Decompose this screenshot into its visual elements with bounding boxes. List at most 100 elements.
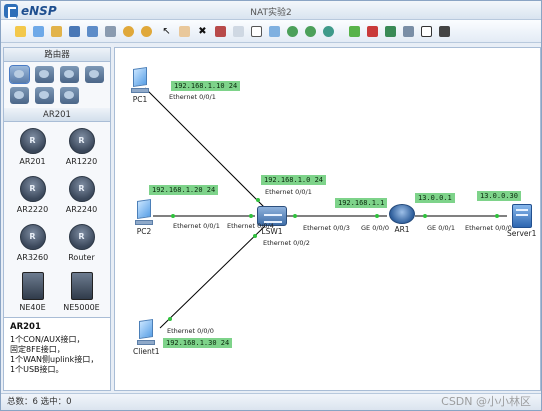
link-category-icon[interactable]: [60, 87, 79, 104]
rectangle-icon[interactable]: [249, 24, 264, 39]
router-icon: [19, 224, 46, 250]
ip-label-client1: 192.168.1.30 24: [163, 338, 233, 348]
save-as-icon[interactable]: [85, 24, 100, 39]
select-icon[interactable]: ↖: [162, 25, 171, 37]
device-ar3260[interactable]: AR3260: [8, 224, 57, 268]
fit-view-icon[interactable]: [321, 24, 336, 39]
port-dot: [256, 198, 260, 202]
node-label: PC1: [132, 95, 148, 104]
ip-label-pc1: 192.168.1.10 24: [171, 81, 241, 91]
port-dot: [423, 214, 427, 218]
port-label: Ethernet 0/0/3: [303, 224, 350, 232]
title-bar: eNSP NAT实验2: [1, 1, 541, 20]
device-ne5000e[interactable]: NE5000E: [57, 272, 106, 316]
firewall-category-icon[interactable]: [85, 66, 104, 83]
device-section-title: AR201: [4, 108, 110, 122]
port-label: Ethernet 0/0/2: [263, 239, 310, 247]
port-label: Ethernet 0/0/0: [167, 327, 214, 335]
device-ne40e[interactable]: NE40E: [8, 272, 57, 316]
device-label: AR2220: [16, 205, 49, 214]
ensp-logo-icon: [4, 3, 18, 19]
toolbar: ↖ ✖: [1, 20, 541, 43]
pc-icon: [135, 199, 153, 226]
watermark: CSDN @小小林区: [441, 395, 531, 408]
client-icon: [137, 319, 156, 346]
redo-icon[interactable]: [139, 24, 154, 39]
node-pc1[interactable]: PC1: [131, 67, 149, 104]
device-list: AR201 AR1220 AR2220 AR2240 AR3260 Router…: [4, 122, 110, 322]
device-info-line: 固定8FE接口，: [10, 345, 65, 354]
app-logo: eNSP: [4, 3, 57, 19]
print-icon[interactable]: [103, 24, 118, 39]
router-icon: [389, 204, 415, 224]
endpoint-category-icon[interactable]: [10, 87, 29, 104]
device-label: NE5000E: [63, 303, 100, 312]
device-label: AR2240: [65, 205, 98, 214]
zoom-out-icon[interactable]: [303, 24, 318, 39]
new-topology-icon[interactable]: [31, 24, 46, 39]
node-client1[interactable]: Client1: [133, 319, 160, 356]
capture-icon[interactable]: [383, 24, 398, 39]
node-ar1[interactable]: AR1: [389, 204, 415, 234]
ip-label-pc2: 192.168.1.20 24: [149, 185, 219, 195]
port-label: Ethernet 0/0/1: [173, 222, 220, 230]
node-pc2[interactable]: PC2: [135, 199, 153, 236]
device-router[interactable]: Router: [57, 224, 106, 268]
app-name: eNSP: [21, 3, 57, 18]
router-icon: [19, 128, 46, 154]
port-label: Ethernet 0/0/1: [169, 93, 216, 101]
ip-label-ar-srv: 13.0.0.1: [415, 193, 455, 203]
ip-label-lsw-ar: 192.168.1.1: [335, 198, 388, 208]
window-title: NAT实验2: [250, 8, 292, 18]
port-label: GE 0/0/1: [427, 224, 455, 232]
palette-icon[interactable]: [267, 24, 282, 39]
device-info-line: 1个WAN侧uplink接口，: [10, 355, 99, 364]
delete-icon[interactable]: ✖: [198, 25, 207, 37]
cloud-category-icon[interactable]: [35, 87, 54, 104]
router-icon: [68, 176, 95, 202]
open-icon[interactable]: [49, 24, 64, 39]
pc-icon: [131, 67, 149, 94]
drag-hand-icon[interactable]: [177, 24, 192, 39]
router-category-icon[interactable]: [9, 65, 30, 84]
topology-canvas[interactable]: PC1 PC2 Client1 LSW1 AR1 Server1 192.168…: [114, 47, 541, 391]
device-ar1220[interactable]: AR1220: [57, 128, 106, 172]
stop-device-icon[interactable]: [365, 24, 380, 39]
node-label: Client1: [133, 347, 160, 356]
undo-icon[interactable]: [121, 24, 136, 39]
port-dot: [168, 317, 172, 321]
text-icon[interactable]: [231, 24, 246, 39]
topology-icon[interactable]: [419, 24, 434, 39]
node-label: LSW1: [261, 227, 283, 236]
switch-category-icon[interactable]: [35, 66, 54, 83]
wireless-category-icon[interactable]: [60, 66, 79, 83]
zoom-in-icon[interactable]: [285, 24, 300, 39]
device-info-title: AR201: [10, 322, 41, 332]
ip-label-lsw1: 192.168.1.0 24: [261, 175, 327, 185]
router-icon: [68, 224, 95, 250]
port-dot: [249, 214, 253, 218]
device-ar2220[interactable]: AR2220: [8, 176, 57, 220]
device-ar201[interactable]: AR201: [8, 128, 57, 172]
node-label: Server1: [507, 229, 537, 238]
start-device-icon[interactable]: [347, 24, 362, 39]
port-dot: [375, 214, 379, 218]
node-label: AR1: [394, 225, 410, 234]
new-file-icon[interactable]: [13, 24, 28, 39]
port-label: Ethernet 0/0/0: [465, 224, 512, 232]
device-ar2240[interactable]: AR2240: [57, 176, 106, 220]
device-label: NE40E: [19, 303, 46, 312]
settings-icon[interactable]: [437, 24, 452, 39]
port-dot: [495, 214, 499, 218]
delete-link-icon[interactable]: [213, 24, 228, 39]
node-lsw1[interactable]: LSW1: [257, 206, 287, 236]
node-server1[interactable]: Server1: [507, 204, 536, 238]
port-dot: [253, 234, 257, 238]
save-icon[interactable]: [67, 24, 82, 39]
device-label: AR1220: [65, 157, 98, 166]
port-label: GE 0/0/0: [361, 224, 389, 232]
device-label: AR201: [19, 157, 46, 166]
grid-icon[interactable]: [401, 24, 416, 39]
link-lsw1-client1: [159, 225, 266, 329]
